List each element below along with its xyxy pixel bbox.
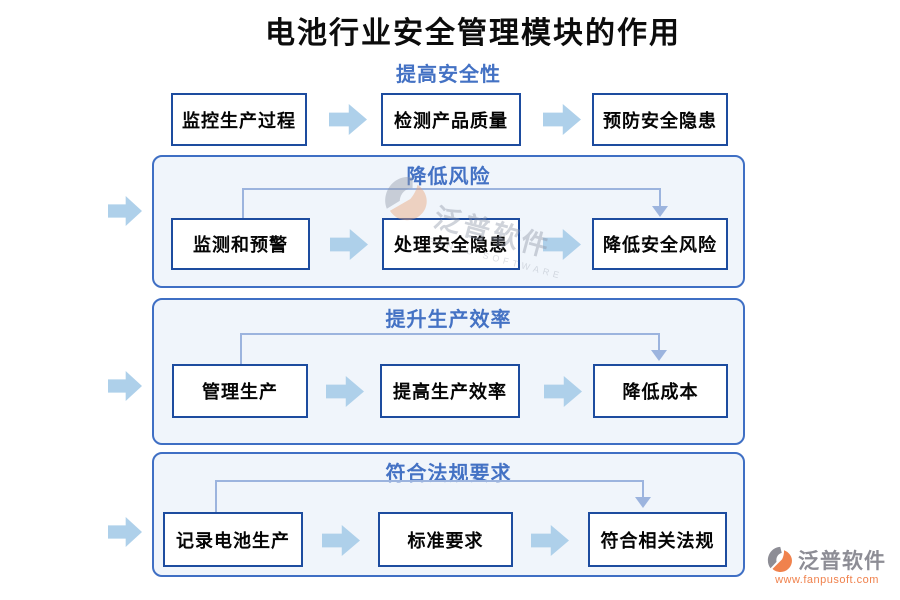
page-title: 电池行业安全管理模块的作用 — [265, 17, 681, 50]
section-arrow-icon — [108, 196, 142, 226]
fanpu-logo-icon — [767, 546, 792, 573]
flow-node-comply-laws: 符合相关法规 — [588, 512, 727, 567]
connector-line — [658, 333, 660, 351]
connector-line — [240, 333, 660, 335]
flow-node-handle-hazards: 处理安全隐患 — [382, 218, 520, 270]
flow-node-inspect-quality: 检测产品质量 — [381, 93, 521, 146]
arrowhead-down-icon — [651, 350, 667, 361]
footer-url-text: www.fanpusoft.com — [775, 574, 879, 586]
flow-node-monitor-production: 监控生产过程 — [171, 93, 307, 146]
section-title-efficiency: 提升生产效率 — [385, 309, 512, 331]
flow-node-raise-efficiency: 提高生产效率 — [380, 364, 520, 418]
section-title-compliance: 符合法规要求 — [385, 463, 512, 485]
arrowhead-down-icon — [652, 206, 668, 217]
flow-node-monitor-warn: 监测和预警 — [171, 218, 310, 270]
footer-brand-text: 泛普软件 — [798, 550, 886, 573]
connector-line — [240, 333, 242, 364]
flow-node-prevent-hazards: 预防安全隐患 — [592, 93, 728, 146]
footer-brand: 泛普软件 www.fanpusoft.com — [766, 545, 888, 586]
connector-line — [659, 188, 661, 207]
flow-arrow-icon — [543, 104, 581, 135]
flow-arrow-icon — [329, 104, 367, 135]
connector-line — [242, 188, 661, 190]
connector-line — [215, 480, 217, 512]
section-arrow-icon — [108, 517, 142, 547]
flow-node-cut-cost: 降低成本 — [593, 364, 728, 418]
flow-node-lower-risk: 降低安全风险 — [592, 218, 728, 270]
flow-node-standards: 标准要求 — [378, 512, 513, 567]
arrowhead-down-icon — [635, 497, 651, 508]
section-title-reduce-risk: 降低风险 — [406, 166, 491, 188]
flow-node-record-production: 记录电池生产 — [163, 512, 303, 567]
section-arrow-icon — [108, 371, 142, 401]
section-title-improve-safety: 提高安全性 — [396, 64, 501, 86]
connector-line — [242, 188, 244, 218]
flow-node-manage-production: 管理生产 — [172, 364, 308, 418]
connector-line — [215, 480, 644, 482]
connector-line — [642, 480, 644, 498]
